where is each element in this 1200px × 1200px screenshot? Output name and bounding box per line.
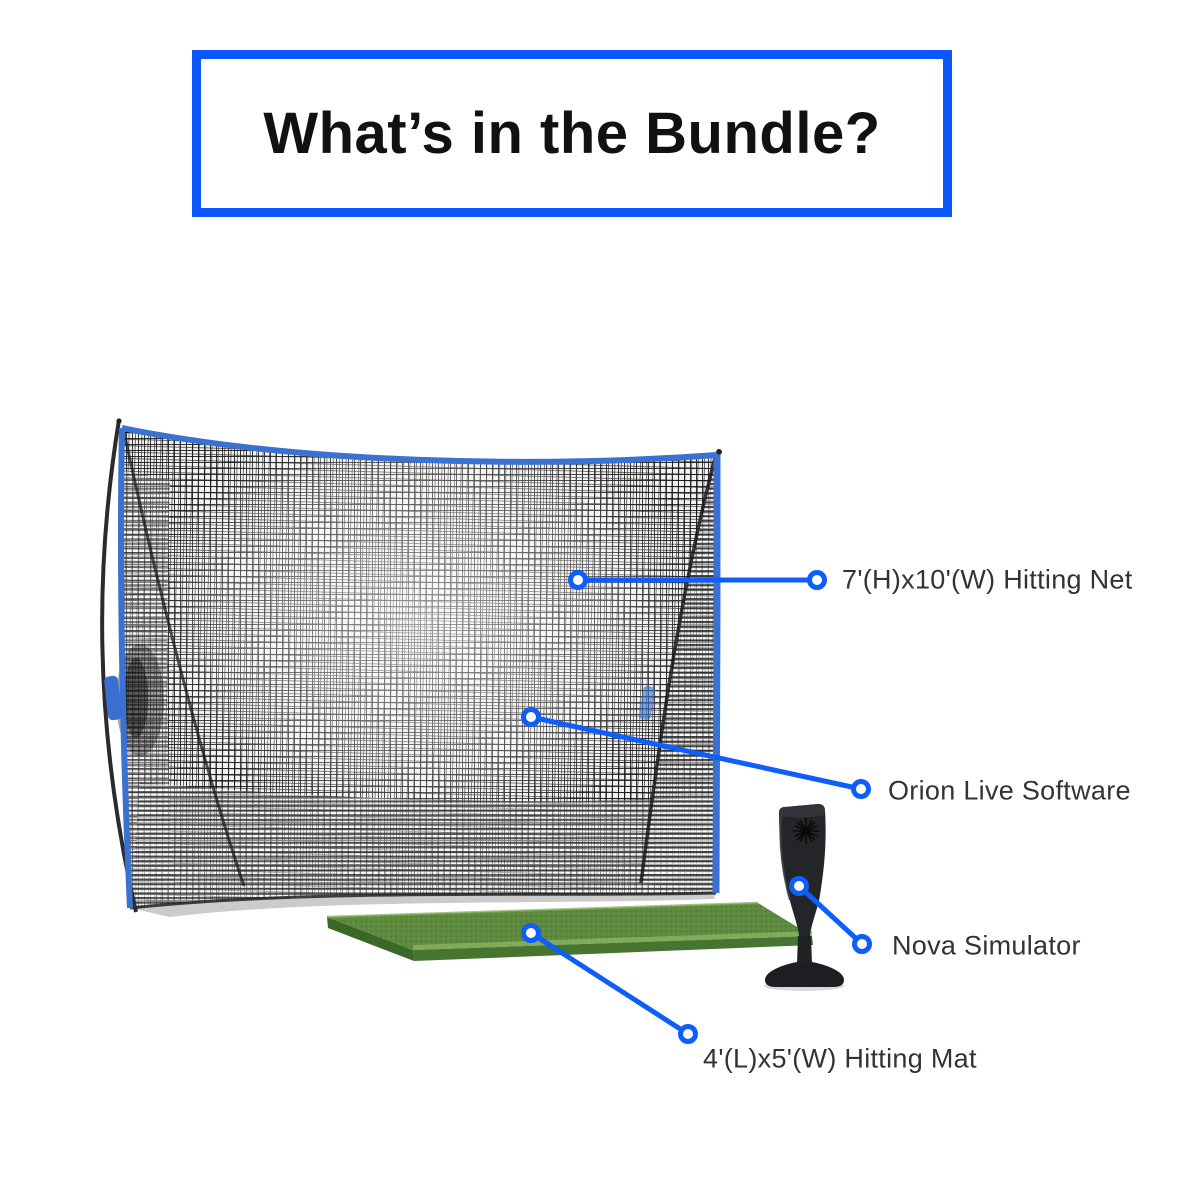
title-box: What’s in the Bundle?: [192, 50, 952, 217]
net-clip-left: [104, 675, 122, 721]
callout-dot: [852, 934, 872, 954]
simulator-stem: [797, 936, 812, 963]
callout-lines: [521, 570, 872, 1044]
net-rear-pole-right: [639, 457, 717, 884]
callout-dot: [568, 570, 588, 590]
net-edge-top: [121, 425, 718, 465]
callout-line-hitting-mat: [528, 930, 691, 1037]
simulator-starburst-logo: [793, 818, 819, 844]
net-edge-right: [712, 454, 721, 894]
callout-dot: [678, 1024, 698, 1044]
callout-dot: [789, 876, 809, 896]
net-rear-pole-left: [122, 431, 246, 887]
label-orion-live-software: Orion Live Software: [888, 775, 1131, 806]
page-title: What’s in the Bundle?: [263, 101, 881, 166]
callout-dot: [851, 779, 871, 799]
net-frame-pole: [100, 419, 138, 913]
label-nova-simulator: Nova Simulator: [892, 930, 1081, 961]
callout-dot: [807, 570, 827, 590]
net-fold-knot: [116, 644, 164, 756]
label-hitting-net: 7'(H)x10'(W) Hitting Net: [842, 564, 1133, 595]
callout-line-nova-simulator: [796, 883, 865, 947]
net-highlight: [140, 405, 700, 835]
nova-simulator-image: [764, 804, 844, 991]
simulator-base: [765, 962, 844, 987]
net-edge-left: [117, 427, 133, 909]
label-hitting-mat: 4'(L)x5'(W) Hitting Mat: [703, 1043, 977, 1074]
callout-dot: [521, 923, 541, 943]
callout-line-orion-live-software: [528, 714, 864, 792]
hitting-net-image: [100, 405, 722, 917]
callout-dot: [521, 707, 541, 727]
hitting-mat-image: [326, 901, 813, 961]
net-clip-right: [638, 685, 656, 721]
